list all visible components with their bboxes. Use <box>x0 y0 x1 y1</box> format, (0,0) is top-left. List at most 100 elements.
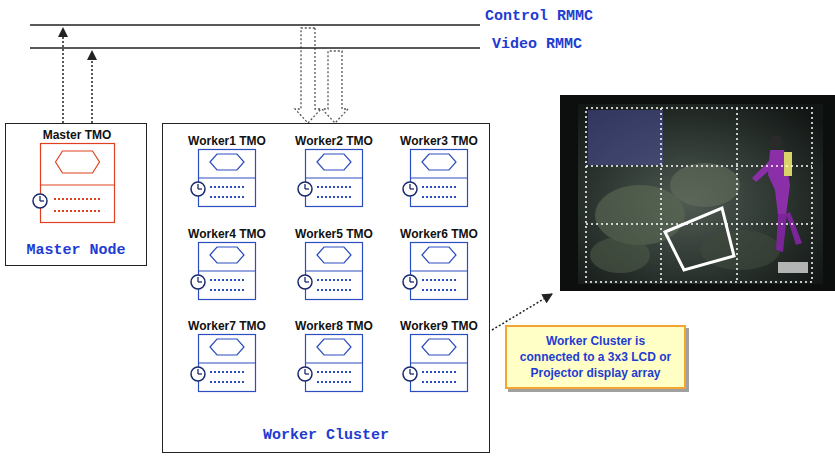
clock-face <box>403 367 417 381</box>
photo-scene <box>578 104 823 284</box>
tmo-object: Worker7 TMO <box>177 319 277 392</box>
method-hexagon <box>210 247 244 263</box>
dotted-thread <box>317 289 353 291</box>
dotted-thread <box>54 198 100 200</box>
tmo-object: Worker4 TMO <box>177 227 277 300</box>
tmo-icon <box>305 242 363 300</box>
tmo-icon <box>305 149 363 207</box>
dotted-thread <box>317 186 353 188</box>
clock-hand <box>39 196 40 201</box>
node-box: Master Node Master TMO <box>5 123 147 266</box>
method-hexagon <box>317 154 351 170</box>
block-arrow <box>322 51 348 123</box>
tmo-frame <box>411 335 468 392</box>
tmo-divider <box>198 363 256 364</box>
clock-hand <box>409 277 410 282</box>
photo-tint <box>588 110 663 165</box>
dotted-thread <box>422 196 458 198</box>
diver-leg <box>786 212 802 245</box>
clock-symbol <box>298 367 312 381</box>
tmo-divider <box>305 271 363 272</box>
clock-face <box>403 275 417 289</box>
clock-face <box>298 275 312 289</box>
clock-hand <box>304 277 305 282</box>
clock-hand <box>304 184 305 189</box>
tmo-label: Worker3 TMO <box>389 134 489 148</box>
clock-hand <box>198 281 202 282</box>
clock-face <box>403 182 417 196</box>
grid-line <box>736 108 738 282</box>
grid-line <box>660 108 662 282</box>
tmo-object: Master TMO <box>16 128 138 223</box>
coral-blob <box>700 230 780 270</box>
clock-face <box>191 367 205 381</box>
clock-face <box>191 182 205 196</box>
dotted-thread <box>422 186 458 188</box>
clock-face <box>191 275 205 289</box>
clock-face <box>298 367 312 381</box>
dotted-thread <box>210 186 246 188</box>
tmo-frame <box>306 150 363 207</box>
callout-text: Worker Cluster is connected to a 3x3 LCD… <box>517 333 674 381</box>
bus-label: Video RMMC <box>492 36 582 53</box>
method-hexagon <box>422 247 456 263</box>
tmo-icon <box>410 242 468 300</box>
tmo-divider <box>305 363 363 364</box>
clock-symbol <box>191 275 205 289</box>
dotted-thread <box>317 381 353 383</box>
dotted-thread <box>317 279 353 281</box>
clock-hand <box>410 373 414 374</box>
dotted-thread <box>422 371 458 373</box>
dotted-arrow <box>62 28 64 123</box>
clock-hand <box>410 281 414 282</box>
method-hexagon <box>210 339 244 355</box>
tmo-divider <box>410 363 468 364</box>
clock-hand <box>40 200 44 201</box>
tmo-divider <box>410 271 468 272</box>
coral-blob <box>595 185 685 245</box>
clock-hand <box>198 373 202 374</box>
clock-hand <box>410 188 414 189</box>
tmo-frame <box>199 335 256 392</box>
photo-frame <box>560 95 835 291</box>
grid-line <box>586 165 812 167</box>
node-title: Master Node <box>6 242 146 259</box>
bus-band: Control RMMC <box>30 22 480 28</box>
clock-hand <box>305 281 309 282</box>
tmo-frame <box>306 243 363 300</box>
dotted-thread <box>317 196 353 198</box>
tmo-label: Worker7 TMO <box>177 319 277 333</box>
diver-leg <box>776 214 787 252</box>
clock-hand <box>409 184 410 189</box>
dotted-thread <box>210 196 246 198</box>
method-hexagon <box>210 154 244 170</box>
bus-line <box>30 24 480 25</box>
tmo-object: Worker6 TMO <box>389 227 489 300</box>
bus-line <box>30 47 480 48</box>
tmo-label: Master TMO <box>16 128 138 142</box>
method-hexagon <box>55 151 99 173</box>
tmo-label: Worker5 TMO <box>284 227 384 241</box>
dotted-thread <box>317 371 353 373</box>
tmo-label: Worker1 TMO <box>177 134 277 148</box>
tmo-label: Worker8 TMO <box>284 319 384 333</box>
tmo-object: Worker2 TMO <box>284 134 384 207</box>
tmo-icon <box>198 334 256 392</box>
method-hexagon <box>317 339 351 355</box>
clock-hand <box>197 369 198 374</box>
dotted-thread <box>422 279 458 281</box>
clock-face <box>298 182 312 196</box>
logo-mark <box>778 262 808 273</box>
clock-symbol <box>191 367 205 381</box>
clock-symbol <box>403 275 417 289</box>
bus-line <box>30 45 480 51</box>
clock-symbol <box>298 275 312 289</box>
tmo-frame <box>199 150 256 207</box>
tmo-label: Worker4 TMO <box>177 227 277 241</box>
bus-band: Video RMMC <box>30 45 480 51</box>
tmo-frame <box>40 144 114 223</box>
tmo-icon <box>40 143 115 223</box>
tmo-divider <box>40 185 115 186</box>
coral-blob <box>590 237 650 273</box>
method-hexagon <box>317 247 351 263</box>
